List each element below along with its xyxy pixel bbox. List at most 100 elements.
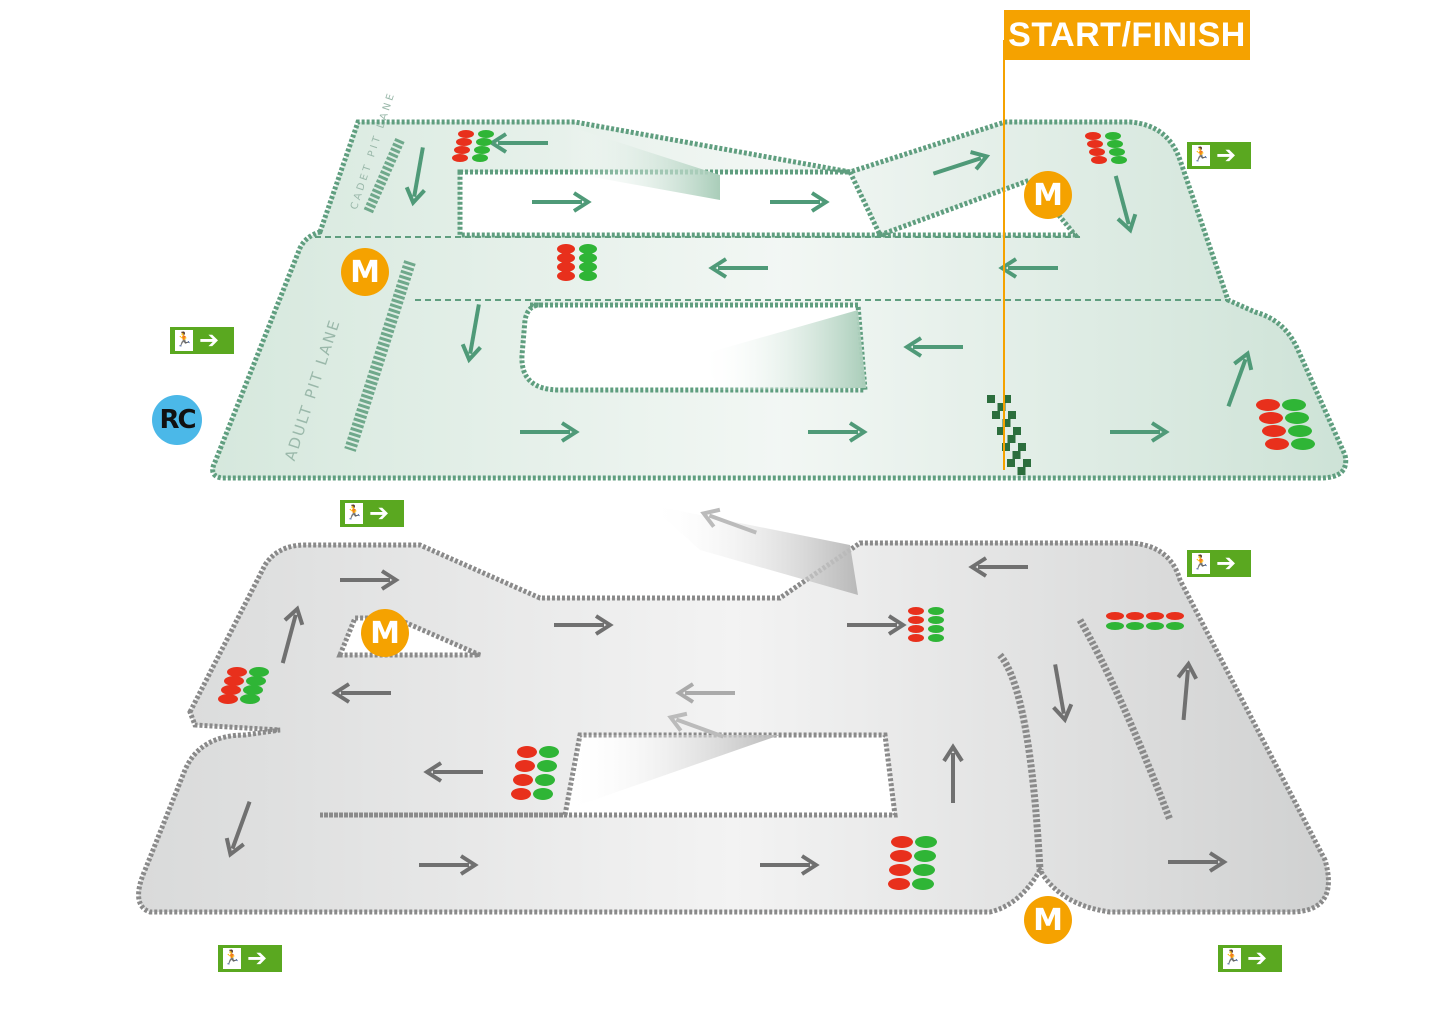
checker-square <box>1012 451 1021 459</box>
checker-square <box>987 395 995 403</box>
cadet-pit-wall <box>363 137 405 215</box>
checker-square <box>1003 395 1011 403</box>
direction-arrow-icon <box>1052 664 1074 724</box>
red-light <box>224 676 244 686</box>
start-finish-label: START/FINISH <box>1004 10 1250 60</box>
red-light <box>908 625 924 633</box>
emergency-exit-icon: 🏃➔ <box>218 945 282 972</box>
green-light <box>1146 622 1164 630</box>
green-light <box>1106 622 1124 630</box>
green-light <box>243 685 263 695</box>
green-light <box>579 271 597 281</box>
marshal-marker: M <box>1024 896 1072 944</box>
checkered-line <box>987 395 1031 475</box>
checker-square <box>1007 459 1015 467</box>
red-light <box>891 836 913 848</box>
direction-arrow-icon <box>1113 175 1138 234</box>
green-light <box>1288 425 1312 437</box>
green-light <box>914 850 936 862</box>
marshal-marker: M <box>361 609 409 657</box>
red-light <box>890 850 912 862</box>
race-control-marker: RC <box>152 395 202 445</box>
green-light <box>533 788 553 800</box>
direction-arrow-icon <box>460 304 482 364</box>
checker-square <box>1007 435 1016 443</box>
red-light <box>1259 412 1283 424</box>
green-light <box>472 154 488 162</box>
marshal-marker: M <box>1024 171 1072 219</box>
red-light <box>888 878 910 890</box>
red-light <box>218 694 238 704</box>
direction-arrow-icon <box>708 257 768 279</box>
signal-light-cluster <box>557 244 597 281</box>
green-light <box>537 760 557 772</box>
green-light <box>915 836 937 848</box>
upper-track-level <box>210 119 1349 481</box>
direction-arrow-icon <box>423 761 483 783</box>
signal-light-cluster <box>888 836 937 890</box>
lower-ramp-2 <box>650 505 858 595</box>
signal-light-cluster <box>1085 132 1127 164</box>
red-light <box>517 746 537 758</box>
signal-light-cluster <box>452 130 494 162</box>
red-light <box>452 154 468 162</box>
direction-arrow-icon <box>932 150 991 176</box>
signal-light-cluster <box>218 667 269 704</box>
direction-arrow-icon <box>1168 851 1228 873</box>
direction-arrow-icon <box>520 421 580 443</box>
checker-square <box>1013 427 1021 435</box>
red-light <box>1265 438 1289 450</box>
red-light <box>458 130 474 138</box>
red-light <box>511 788 531 800</box>
signal-light-cluster <box>1256 399 1315 450</box>
green-light <box>1109 148 1125 156</box>
red-light <box>1126 612 1144 620</box>
red-light <box>513 774 533 786</box>
emergency-exit-icon: 🏃➔ <box>170 327 234 354</box>
red-light <box>1106 612 1124 620</box>
green-light <box>912 878 934 890</box>
green-light <box>928 616 944 624</box>
lower-track-surface <box>136 540 1331 915</box>
direction-arrow-icon <box>998 257 1058 279</box>
green-light <box>476 138 492 146</box>
checker-square <box>992 411 1000 419</box>
direction-arrow-icon <box>667 711 724 739</box>
green-light <box>1282 399 1306 411</box>
green-light <box>579 244 597 254</box>
green-light <box>1107 140 1123 148</box>
direction-arrow-icon <box>760 854 820 876</box>
checker-square <box>1023 459 1031 467</box>
red-light <box>908 634 924 642</box>
checker-square <box>997 427 1005 435</box>
signal-light-cluster <box>908 607 944 642</box>
checker-square <box>1008 411 1016 419</box>
direction-arrow-icon <box>532 191 592 213</box>
direction-arrows <box>224 132 1254 876</box>
direction-arrow-icon <box>1110 421 1170 443</box>
red-light <box>1087 140 1103 148</box>
adult-pit-wall <box>344 260 416 452</box>
direction-arrow-icon <box>808 421 868 443</box>
direction-arrow-icon <box>968 556 1028 578</box>
green-light <box>913 864 935 876</box>
red-light <box>1091 156 1107 164</box>
checker-square <box>1017 467 1026 475</box>
red-light <box>557 244 575 254</box>
red-light <box>557 271 575 281</box>
red-light <box>1256 399 1280 411</box>
green-light <box>1285 412 1309 424</box>
green-light <box>928 625 944 633</box>
checker-square <box>997 403 1006 411</box>
checker-square <box>1018 443 1026 451</box>
direction-arrow-icon <box>554 614 614 636</box>
red-light <box>227 667 247 677</box>
green-light <box>928 607 944 615</box>
green-light <box>1105 132 1121 140</box>
emergency-exit-icon: 🏃➔ <box>1187 550 1251 577</box>
direction-arrow-icon <box>340 569 400 591</box>
red-light <box>221 685 241 695</box>
red-light <box>1146 612 1164 620</box>
direction-arrow-icon <box>700 507 757 535</box>
